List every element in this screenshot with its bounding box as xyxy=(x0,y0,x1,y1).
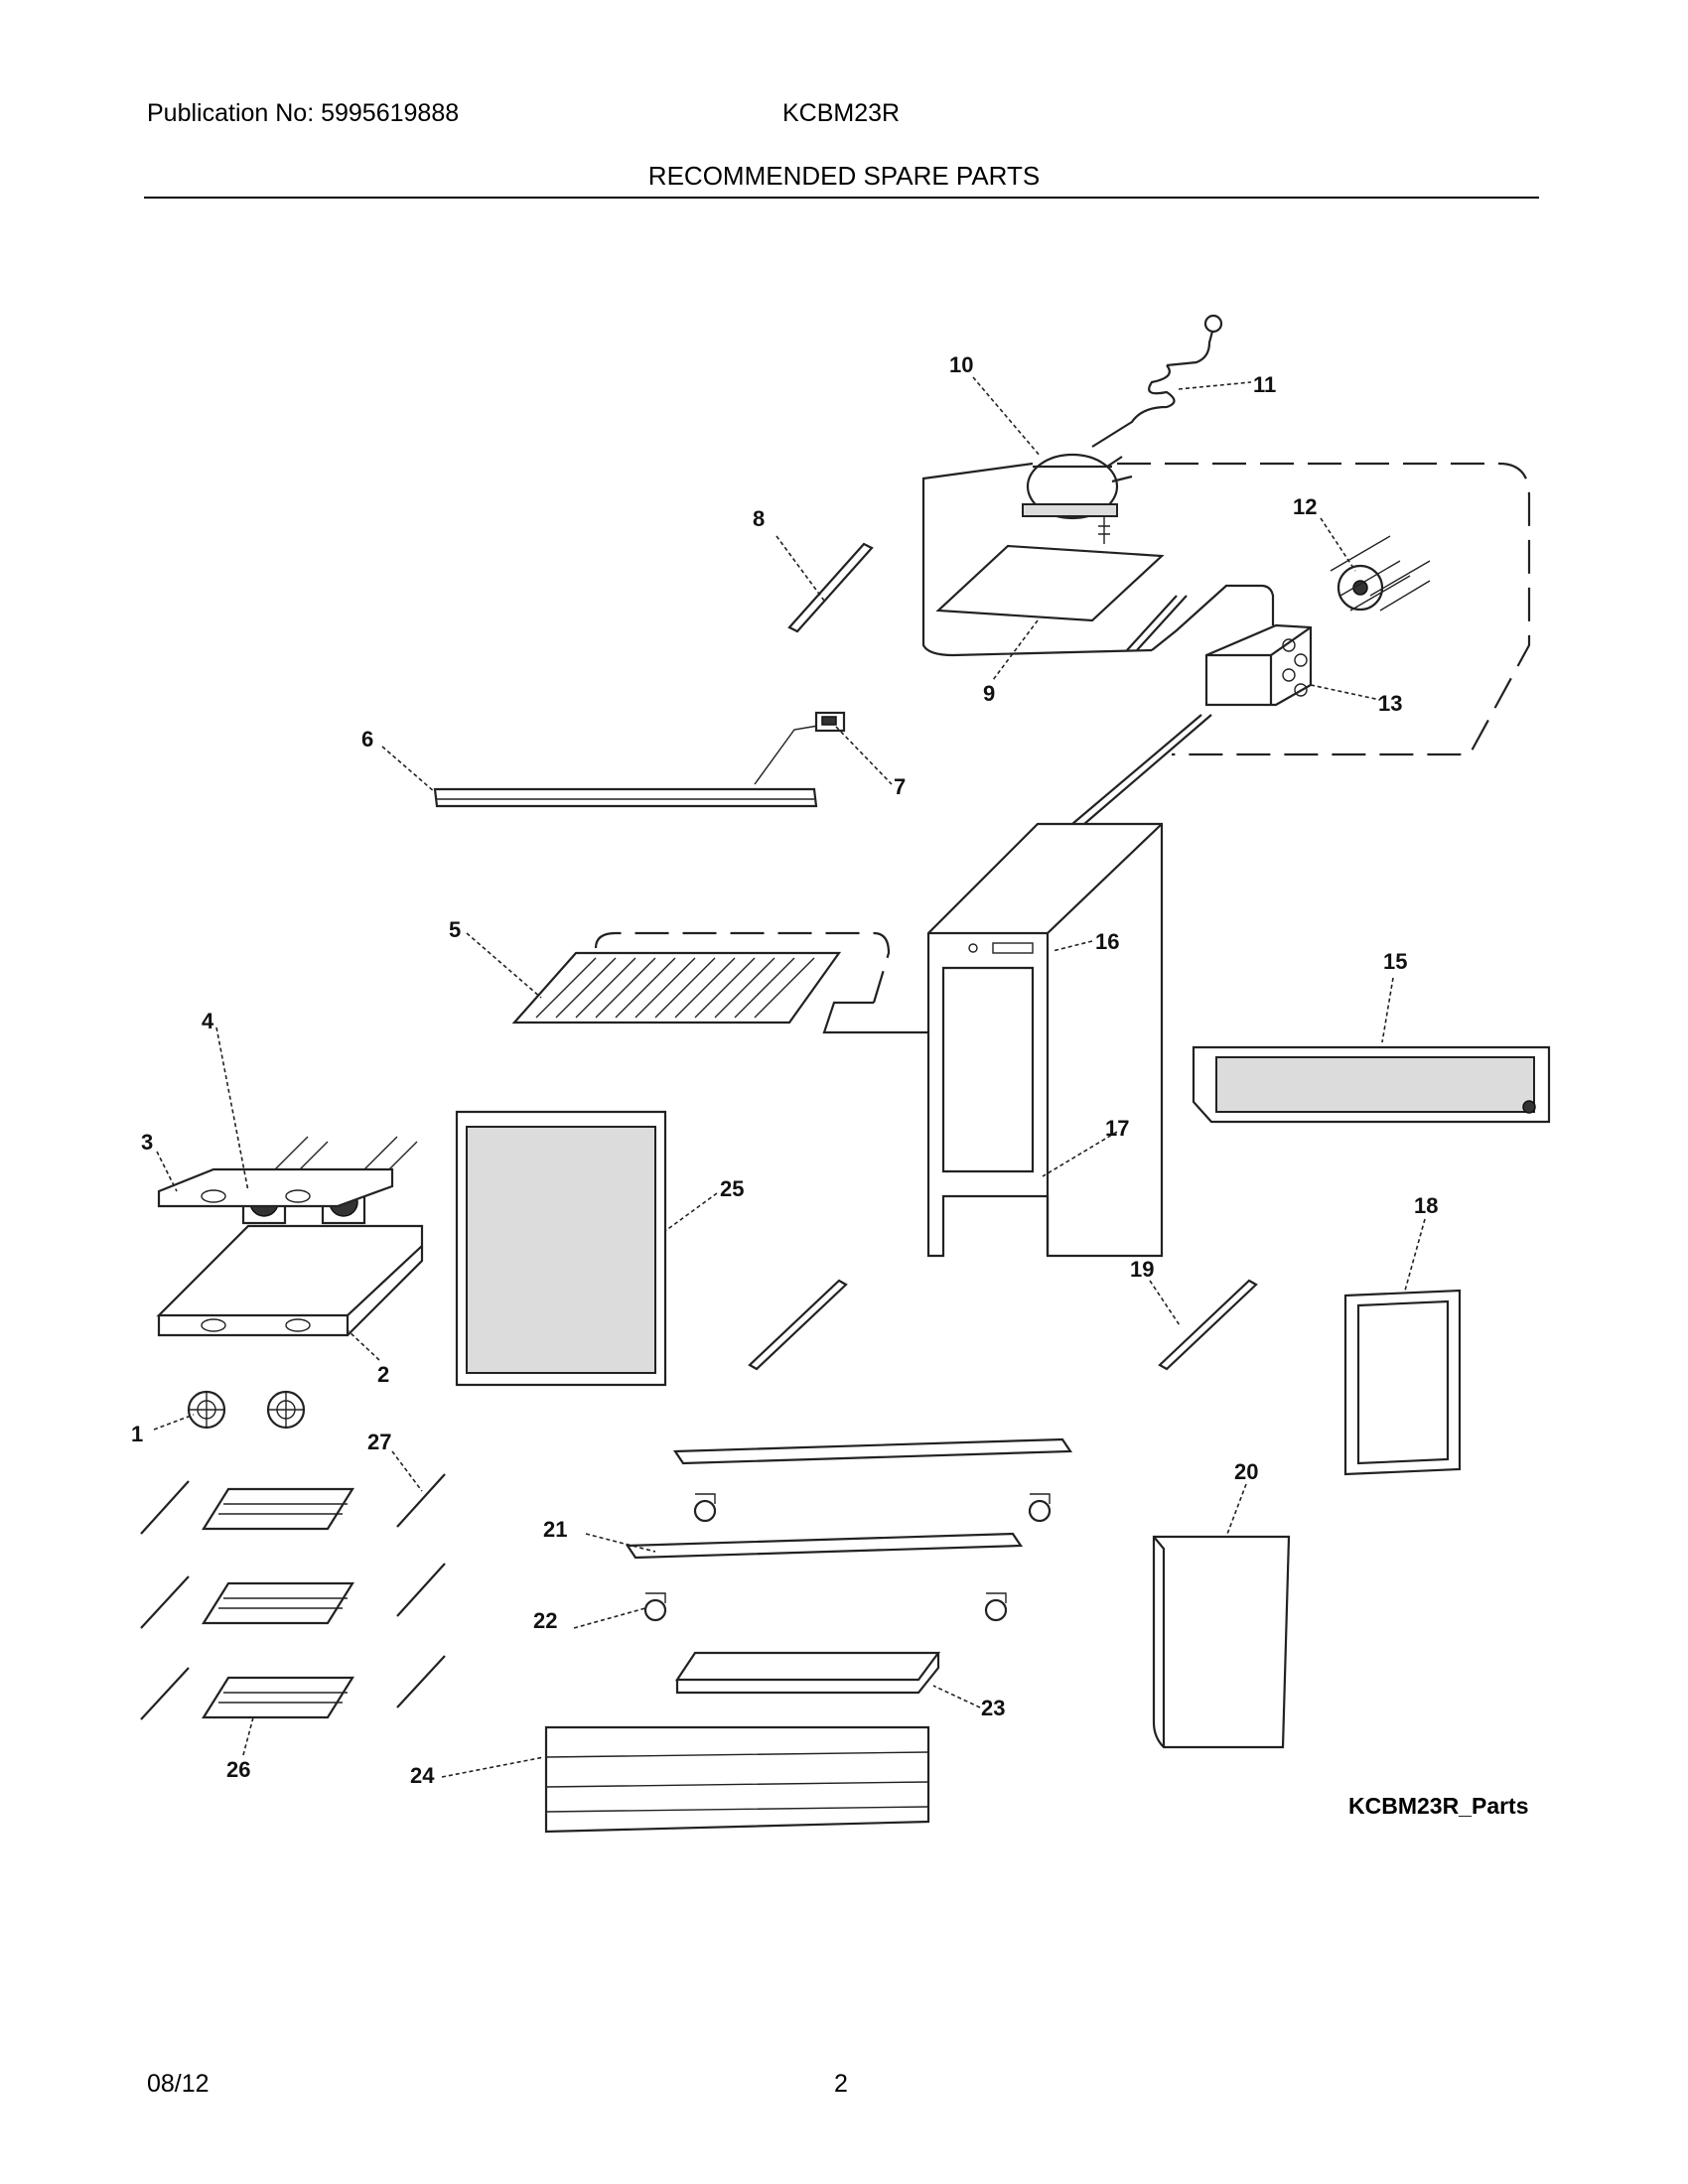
callout-15: 15 xyxy=(1383,949,1407,974)
part-10-compressor xyxy=(1022,453,1133,544)
part-9-plate xyxy=(935,544,1188,651)
diagram-reference: KCBM23R_Parts xyxy=(1348,1793,1529,1819)
part-20-door xyxy=(1152,1535,1291,1749)
callout-labels: 1 2 3 4 5 6 7 8 9 10 11 12 13 15 16 17 1… xyxy=(131,352,1438,1788)
callout-19: 19 xyxy=(1130,1257,1154,1282)
part-23-drip-tray xyxy=(674,1651,941,1695)
footer-date: 08/12 xyxy=(147,2070,210,2098)
part-19-brackets xyxy=(748,1279,1258,1371)
part-22-casters xyxy=(643,1493,1052,1622)
callout-27: 27 xyxy=(367,1430,391,1454)
part-24-kick-panel xyxy=(544,1725,930,1834)
part-7-thermostat-control xyxy=(814,711,846,733)
page-title: RECOMMENDED SPARE PARTS xyxy=(647,161,1041,191)
callout-26: 26 xyxy=(226,1757,250,1782)
callout-23: 23 xyxy=(981,1696,1005,1720)
part-12-condenser-fan xyxy=(1330,535,1431,612)
callout-10: 10 xyxy=(949,352,973,377)
part-13-condenser xyxy=(1204,623,1313,707)
callout-1: 1 xyxy=(131,1422,143,1446)
callout-4: 4 xyxy=(202,1009,214,1033)
callout-22: 22 xyxy=(533,1608,557,1633)
part-5-evaporator xyxy=(511,951,842,1024)
part-25-rack-panel xyxy=(455,1110,667,1387)
callout-5: 5 xyxy=(449,917,461,942)
part-3-fan-shroud xyxy=(157,1167,394,1208)
callout-3: 3 xyxy=(141,1130,153,1155)
callout-24: 24 xyxy=(410,1763,435,1788)
callout-21: 21 xyxy=(543,1517,567,1542)
part-26-wire-shelves xyxy=(202,1487,354,1719)
page-number: 2 xyxy=(834,2070,848,2098)
cabinet-liner xyxy=(926,822,1164,1258)
callout-16: 16 xyxy=(1095,929,1119,954)
callout-18: 18 xyxy=(1414,1193,1438,1218)
callout-6: 6 xyxy=(361,727,373,751)
callout-2: 2 xyxy=(377,1362,389,1387)
part-6-control-rail xyxy=(433,724,825,808)
part-8-strip xyxy=(787,542,874,633)
callout-7: 7 xyxy=(894,774,906,799)
part-27-shelf-supports xyxy=(140,1473,446,1720)
part-15-front-grille xyxy=(1192,1045,1551,1124)
leader-lines xyxy=(153,376,1426,1778)
refrigerant-tubing xyxy=(594,462,1531,1034)
callout-9: 9 xyxy=(983,681,995,706)
callout-25: 25 xyxy=(720,1176,744,1201)
header-divider xyxy=(144,197,1539,199)
part-1-fan-guards xyxy=(187,1390,306,1430)
part-2-fan-housing xyxy=(156,1224,424,1337)
part-21-base-rails xyxy=(625,1437,1073,1560)
model-number: KCBM23R xyxy=(782,99,901,127)
callout-20: 20 xyxy=(1234,1459,1258,1484)
callout-17: 17 xyxy=(1105,1116,1129,1141)
publication-number: Publication No: 5995619888 xyxy=(147,99,460,127)
part-18-door-gasket xyxy=(1343,1289,1462,1476)
callout-11: 11 xyxy=(1253,372,1276,397)
callout-13: 13 xyxy=(1378,691,1402,716)
callout-12: 12 xyxy=(1293,494,1317,519)
part-11-power-cord xyxy=(1091,314,1223,448)
callout-8: 8 xyxy=(753,506,765,531)
